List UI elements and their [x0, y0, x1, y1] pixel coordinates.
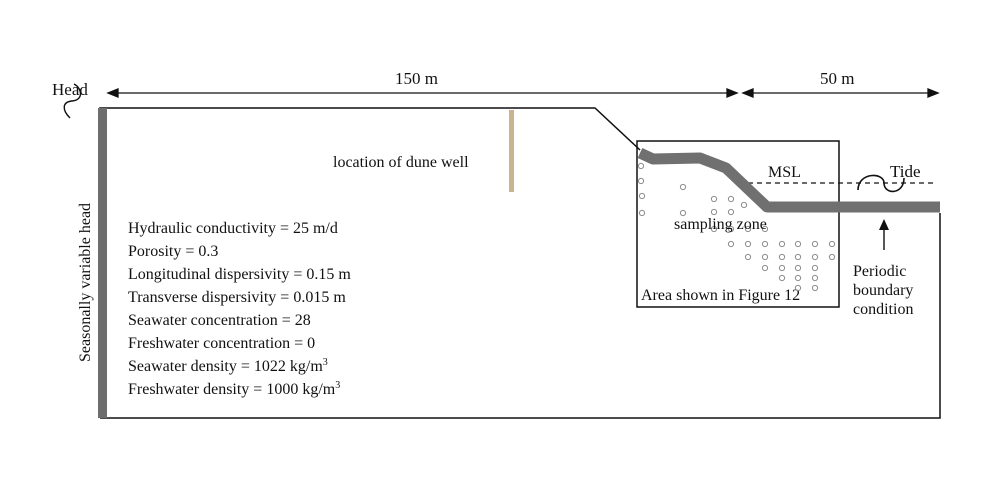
sampling-points: [637, 162, 836, 292]
dim-label-50m: 50 m: [820, 69, 854, 88]
property-line: Porosity = 0.3: [128, 243, 218, 260]
sampling-point: [679, 183, 687, 191]
sampling-point: [828, 253, 836, 261]
sampling-point: [761, 225, 769, 233]
sampling-point: [778, 253, 786, 261]
sampling-point: [710, 208, 718, 216]
sampling-point: [744, 225, 752, 233]
sampling-point: [727, 208, 735, 216]
sampling-point: [794, 284, 802, 292]
sampling-point: [778, 264, 786, 272]
sampling-point: [744, 253, 752, 261]
sampling-point: [811, 284, 819, 292]
sampling-point: [740, 201, 748, 209]
periodic-label-line3: condition: [853, 301, 913, 318]
periodic-label-line2: boundary: [853, 282, 913, 299]
left-boundary-label: Seasonally variable head: [77, 203, 94, 362]
sampling-point: [761, 264, 769, 272]
sampling-point: [794, 264, 802, 272]
property-line: Hydraulic conductivity = 25 m/d: [128, 220, 338, 237]
periodic-label-line1: Periodic: [853, 263, 906, 280]
sampling-point: [727, 240, 735, 248]
head-label: Head: [52, 80, 88, 99]
tide-wave-icon: [857, 174, 905, 193]
sampling-point: [727, 195, 735, 203]
figure12-area-box: [636, 140, 840, 308]
beach-profile: [637, 148, 940, 213]
tide-label: Tide: [890, 162, 921, 181]
property-line-freshwater-density: Freshwater density = 1000 kg/m3: [128, 380, 340, 398]
property-line: Seawater concentration = 28: [128, 312, 311, 329]
sampling-point: [761, 253, 769, 261]
sampling-point: [811, 240, 819, 248]
dune-well-label: location of dune well: [333, 154, 469, 171]
sampling-point: [637, 177, 645, 185]
left-boundary-bar: [98, 108, 107, 418]
sampling-point: [794, 253, 802, 261]
sampling-point: [761, 240, 769, 248]
property-line: Freshwater concentration = 0: [128, 335, 315, 352]
periodic-boundary-arrow: [879, 219, 889, 250]
sampling-point: [638, 209, 646, 217]
sampling-point: [727, 225, 735, 233]
sampling-point: [811, 274, 819, 282]
property-line: Longitudinal dispersivity = 0.15 m: [128, 266, 351, 283]
msl-label: MSL: [768, 164, 801, 181]
sampling-point: [794, 274, 802, 282]
figure12-area-label: Area shown in Figure 12: [641, 287, 800, 304]
sampling-point: [710, 225, 718, 233]
dune-well: [509, 110, 514, 192]
sampling-point: [638, 192, 646, 200]
sampling-point: [794, 240, 802, 248]
property-line: Transverse dispersivity = 0.015 m: [128, 289, 346, 306]
sampling-zone-label: sampling zone: [674, 216, 767, 233]
properties-list: Hydraulic conductivity = 25 m/d Porosity…: [128, 220, 351, 398]
sampling-point: [828, 240, 836, 248]
sampling-point: [637, 162, 645, 170]
dimension-arrows: [106, 88, 940, 98]
dim-label-150m: 150 m: [395, 69, 438, 88]
property-line-seawater-density: Seawater density = 1022 kg/m3: [128, 357, 328, 375]
sampling-point: [778, 240, 786, 248]
sampling-point: [679, 209, 687, 217]
sampling-point: [778, 274, 786, 282]
sampling-point: [744, 240, 752, 248]
sampling-point: [710, 195, 718, 203]
sampling-point: [811, 253, 819, 261]
sampling-point: [811, 264, 819, 272]
head-wave-icon: [63, 83, 82, 119]
